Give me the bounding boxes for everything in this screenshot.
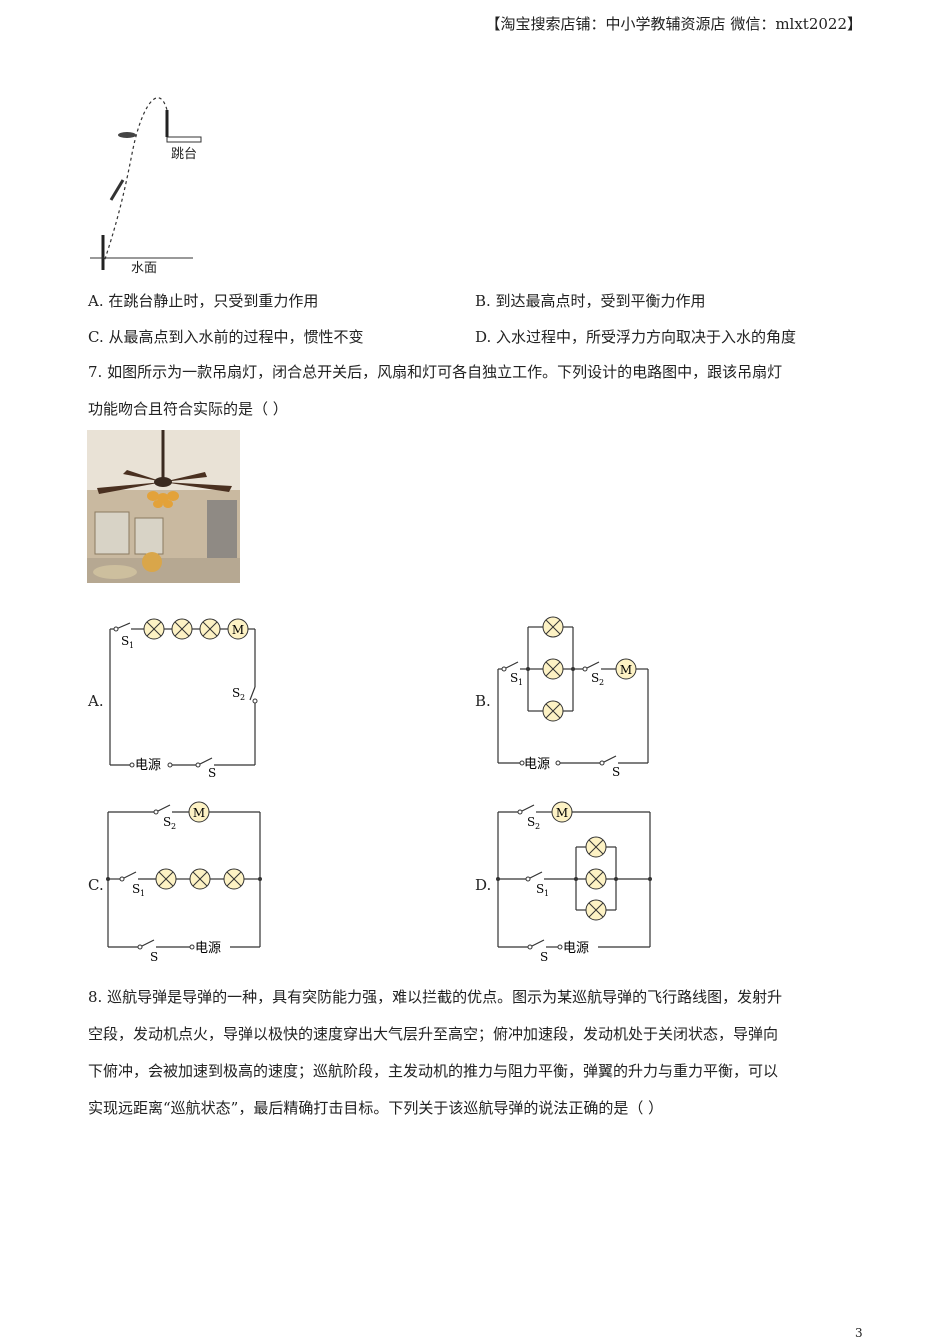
page-header: 【淘宝搜索店铺：中小学教辅资源店 微信：mlxt2022】 [485, 15, 862, 33]
q7-option-c-label: C. [88, 876, 104, 894]
circuit-d-lamps [585, 836, 607, 921]
circuit-c-motor [188, 801, 210, 823]
q8-line-2: 空段，发动机点火，导弹以极快的速度穿出大气层升至高空；俯冲加速段，发动机处于关闭… [88, 1025, 779, 1043]
svg-text:S: S [163, 815, 171, 829]
circuit-a-motor [227, 618, 249, 640]
q8-line-1: 8. 巡航导弹是导弹的一种，具有突防能力强，难以拦截的优点。图示为某巡航导弹的飞… [88, 988, 783, 1006]
svg-text:2: 2 [599, 678, 604, 687]
svg-text:S: S [150, 950, 158, 964]
svg-text:2: 2 [240, 693, 245, 702]
svg-text:S: S [536, 882, 544, 896]
svg-text:M: M [556, 806, 568, 820]
q8-line-4: 实现远距离“巡航状态”，最后精确打击目标。下列关于该巡航导弹的说法正确的是（ ） [88, 1099, 664, 1117]
circuit-d-motor [551, 801, 573, 823]
circuit-a-lamps [143, 618, 221, 640]
circuit-d-power: 电源 [563, 941, 589, 956]
svg-text:S: S [591, 671, 599, 685]
svg-text:S: S [612, 765, 620, 779]
q7-line-2: 功能吻合且符合实际的是（ ） [88, 400, 288, 418]
svg-text:1: 1 [129, 641, 134, 650]
circuit-c-lamps [155, 868, 245, 890]
svg-text:S: S [208, 766, 216, 780]
svg-text:M: M [620, 663, 632, 677]
diver-falling [109, 179, 125, 201]
svg-text:1: 1 [518, 678, 523, 687]
svg-text:M: M [193, 806, 205, 820]
diver-top [118, 132, 136, 138]
circuit-b-motor [615, 658, 637, 680]
q6-option-d: D. 入水过程中，所受浮力方向取决于入水的角度 [475, 328, 797, 346]
circuit-b-power: 电源 [524, 757, 550, 772]
svg-text:S: S [527, 815, 535, 829]
ceiling-fan-photo [87, 430, 240, 583]
svg-text:S: S [121, 634, 129, 648]
diving-trajectory-figure: 跳台 水面 [90, 97, 202, 276]
platform [166, 136, 202, 143]
q7-line-1: 7. 如图所示为一款吊扇灯，闭合总开关后，风扇和灯可各自独立工作。下列设计的电路… [88, 363, 783, 381]
q7-option-d-label: D. [475, 876, 492, 894]
platform-label: 跳台 [171, 147, 197, 162]
q6-option-b: B. 到达最高点时，受到平衡力作用 [475, 292, 706, 310]
circuit-c-power: 电源 [195, 941, 221, 956]
page-number: 3 [855, 1326, 863, 1340]
q6-option-c: C. 从最高点到入水前的过程中，惯性不变 [88, 328, 364, 346]
q7-option-a-label: A. [88, 692, 104, 710]
q6-option-a: A. 在跳台静止时，只受到重力作用 [88, 292, 319, 310]
q7-option-b-label: B. [475, 692, 491, 710]
svg-text:S: S [540, 950, 548, 964]
svg-text:S: S [132, 882, 140, 896]
circuit-a-power: 电源 [135, 758, 161, 773]
svg-text:1: 1 [544, 889, 549, 898]
trajectory-path [102, 97, 168, 266]
svg-text:S: S [232, 686, 240, 700]
svg-text:2: 2 [171, 822, 176, 831]
q8-line-3: 下俯冲，会被加速到极高的速度；巡航阶段，主发动机的推力与阻力平衡，弹翼的升力与重… [88, 1062, 779, 1080]
svg-text:M: M [232, 623, 244, 637]
circuit-b-lamps [542, 616, 564, 722]
svg-text:2: 2 [535, 822, 540, 831]
water-label: 水面 [131, 261, 157, 276]
svg-text:S: S [510, 671, 518, 685]
svg-text:1: 1 [140, 889, 145, 898]
